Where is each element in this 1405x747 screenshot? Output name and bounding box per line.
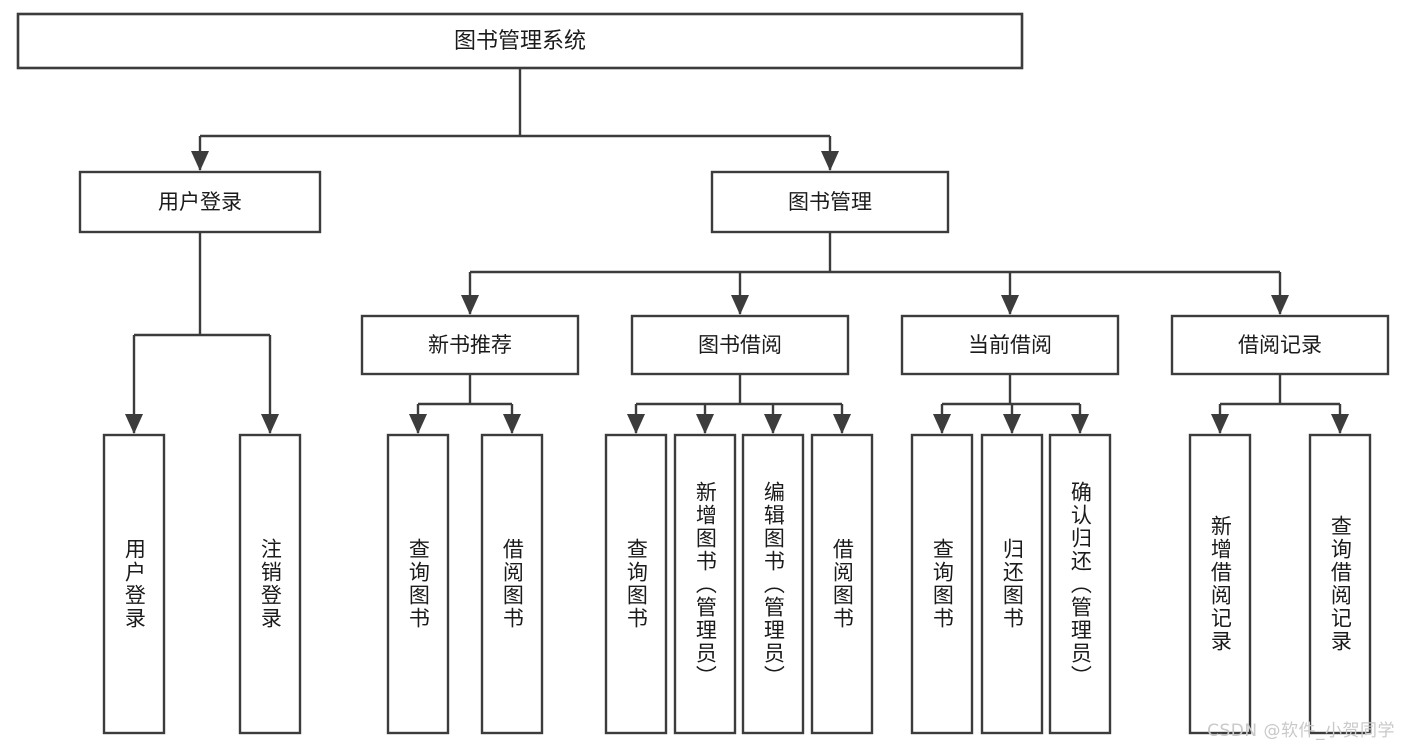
arrow-head-icon-leaf	[409, 414, 427, 434]
node-box-leaf-8[interactable]	[910, 433, 974, 735]
node-label-root: 图书管理系统	[454, 29, 586, 54]
arrow-head-icon-level3	[1001, 295, 1019, 315]
node-box-level3-1[interactable]	[630, 314, 850, 376]
arrow-head-icon-leaf	[125, 414, 143, 434]
node-box-level3-3[interactable]	[1170, 314, 1390, 376]
node-box-leaf-4[interactable]	[604, 433, 668, 735]
node-box-leaf-11[interactable]	[1188, 433, 1252, 735]
connectors-layer	[125, 68, 1349, 434]
node-box-leaf-3[interactable]	[480, 433, 544, 735]
arrow-head-icon-level2	[191, 151, 209, 171]
arrow-head-icon-leaf	[764, 414, 782, 434]
arrow-head-icon-leaf	[833, 414, 851, 434]
node-label-level3-3: 借阅记录	[1238, 333, 1322, 357]
arrow-head-icon-leaf	[1071, 414, 1089, 434]
boxes-layer	[16, 12, 1390, 735]
node-label-level2-1: 图书管理	[788, 190, 872, 214]
node-box-level3-0[interactable]	[360, 314, 580, 376]
node-label-level2-0: 用户登录	[158, 190, 242, 214]
arrow-head-icon-leaf	[627, 414, 645, 434]
node-label-level3-2: 当前借阅	[968, 333, 1052, 357]
node-box-leaf-5[interactable]	[673, 433, 737, 735]
node-label-level3-1: 图书借阅	[698, 333, 782, 357]
arrow-head-icon-level3	[461, 295, 479, 315]
node-box-level2-1[interactable]	[710, 170, 950, 234]
node-label-level3-0: 新书推荐	[428, 333, 512, 357]
node-box-leaf-6[interactable]	[741, 433, 805, 735]
arrow-head-icon-leaf	[1331, 414, 1349, 434]
arrow-head-icon-leaf	[1003, 414, 1021, 434]
node-box-level2-0[interactable]	[78, 170, 322, 234]
node-box-leaf-7[interactable]	[810, 433, 874, 735]
node-box-leaf-1[interactable]	[238, 433, 302, 735]
arrow-head-icon-leaf	[933, 414, 951, 434]
arrow-head-icon-level3	[731, 295, 749, 315]
arrow-head-icon-leaf	[1211, 414, 1229, 434]
node-box-root[interactable]	[16, 12, 1024, 70]
arrow-head-icon-leaf	[261, 414, 279, 434]
watermark-text: CSDN @软件_小贺同学	[1207, 721, 1395, 741]
node-box-level3-2[interactable]	[900, 314, 1120, 376]
arrow-head-icon-level2	[821, 151, 839, 171]
node-box-leaf-0[interactable]	[102, 433, 166, 735]
node-box-leaf-12[interactable]	[1308, 433, 1372, 735]
arrow-head-icon-level3	[1271, 295, 1289, 315]
node-box-leaf-2[interactable]	[386, 433, 450, 735]
arrow-head-icon-leaf	[696, 414, 714, 434]
arrow-head-icon-leaf	[503, 414, 521, 434]
node-box-leaf-10[interactable]	[1048, 433, 1112, 735]
node-box-leaf-9[interactable]	[980, 433, 1044, 735]
